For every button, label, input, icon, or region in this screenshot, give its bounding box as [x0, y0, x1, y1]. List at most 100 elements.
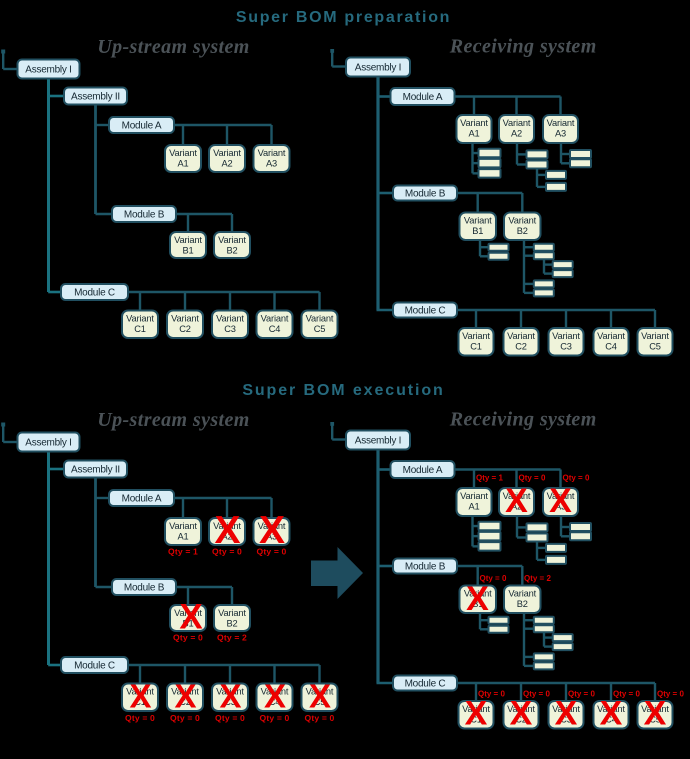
svg-text:Module A: Module A [403, 92, 443, 103]
svg-text:A2: A2 [511, 502, 522, 512]
svg-text:Variant: Variant [174, 608, 202, 618]
svg-text:Qty = 0: Qty = 0 [173, 632, 203, 642]
svg-text:Module C: Module C [405, 679, 446, 690]
svg-text:Qty = 1: Qty = 1 [168, 546, 198, 556]
svg-text:B2: B2 [517, 226, 528, 236]
svg-text:Up-stream system: Up-stream system [97, 36, 250, 58]
svg-text:Assembly I: Assembly I [25, 438, 71, 449]
svg-text:Super BOM execution: Super BOM execution [242, 382, 444, 399]
svg-text:X: X [214, 509, 240, 552]
svg-text:Assembly I: Assembly I [25, 65, 71, 76]
svg-text:X: X [129, 678, 151, 715]
svg-text:Variant: Variant [641, 704, 669, 714]
svg-text:Variant: Variant [126, 687, 154, 697]
svg-text:C5: C5 [649, 715, 661, 725]
svg-text:Variant: Variant [171, 687, 199, 697]
svg-text:A2: A2 [221, 532, 232, 542]
svg-text:Variant: Variant [508, 589, 536, 599]
svg-text:C2: C2 [179, 324, 191, 334]
svg-text:X: X [549, 482, 572, 520]
svg-text:Variant: Variant [507, 331, 535, 341]
svg-text:Module B: Module B [405, 562, 446, 573]
svg-text:B1: B1 [472, 599, 483, 609]
svg-text:C4: C4 [605, 342, 617, 352]
svg-text:Qty = 0: Qty = 0 [305, 713, 335, 723]
svg-text:Module B: Module B [124, 583, 165, 594]
svg-text:Qty = 0: Qty = 0 [613, 690, 640, 699]
svg-text:Assembly II: Assembly II [71, 465, 120, 476]
svg-text:Qty = 0: Qty = 0 [523, 690, 550, 699]
svg-text:Assembly II: Assembly II [71, 92, 120, 103]
svg-text:Variant: Variant [460, 491, 488, 501]
svg-text:C4: C4 [269, 697, 281, 707]
svg-text:Variant: Variant [213, 148, 241, 158]
svg-text:X: X [219, 678, 241, 715]
svg-text:C5: C5 [649, 342, 661, 352]
svg-text:Variant: Variant [462, 704, 490, 714]
svg-text:Qty = 2: Qty = 2 [217, 632, 247, 642]
svg-text:Receiving system: Receiving system [449, 36, 597, 58]
svg-text:C2: C2 [179, 697, 191, 707]
svg-text:Variant: Variant [503, 491, 531, 501]
svg-text:Variant: Variant [460, 118, 488, 128]
svg-text:Variant: Variant [218, 608, 246, 618]
svg-text:Variant: Variant [508, 216, 536, 226]
svg-text:C1: C1 [470, 342, 482, 352]
svg-text:X: X [505, 482, 528, 520]
svg-text:C1: C1 [134, 697, 146, 707]
svg-text:Variant: Variant [507, 704, 535, 714]
svg-text:Module A: Module A [122, 494, 162, 505]
svg-text:Variant: Variant [258, 148, 286, 158]
svg-text:Variant: Variant [547, 491, 575, 501]
svg-text:Qty = 0: Qty = 0 [260, 713, 290, 723]
svg-text:Qty = 0: Qty = 0 [657, 690, 684, 699]
svg-text:X: X [309, 678, 331, 715]
svg-text:Variant: Variant [169, 148, 197, 158]
svg-text:A3: A3 [555, 502, 566, 512]
svg-text:Qty = 0: Qty = 0 [212, 546, 242, 556]
svg-text:Variant: Variant [213, 521, 241, 531]
svg-text:Assembly I: Assembly I [355, 436, 401, 447]
svg-text:C4: C4 [269, 324, 281, 334]
svg-text:Variant: Variant [216, 314, 244, 324]
svg-text:C4: C4 [605, 715, 617, 725]
svg-text:Module A: Module A [122, 121, 162, 132]
svg-text:C3: C3 [224, 697, 236, 707]
svg-text:Qty = 0: Qty = 0 [478, 690, 505, 699]
svg-text:Variant: Variant [306, 314, 334, 324]
svg-text:Module B: Module B [405, 189, 446, 200]
svg-text:C1: C1 [134, 324, 146, 334]
svg-text:B2: B2 [517, 599, 528, 609]
svg-text:Qty = 1: Qty = 1 [476, 474, 503, 483]
svg-text:A1: A1 [177, 532, 188, 542]
svg-text:B1: B1 [182, 246, 193, 256]
svg-text:X: X [465, 695, 488, 733]
svg-text:Module C: Module C [405, 306, 446, 317]
svg-text:C3: C3 [224, 324, 236, 334]
svg-text:Qty = 0: Qty = 0 [519, 474, 546, 483]
svg-text:X: X [174, 678, 196, 715]
svg-text:X: X [555, 695, 578, 733]
svg-text:C1: C1 [470, 715, 482, 725]
svg-text:Module C: Module C [74, 288, 115, 299]
svg-text:Variant: Variant [547, 118, 575, 128]
svg-text:C3: C3 [560, 715, 572, 725]
svg-text:Variant: Variant [306, 687, 334, 697]
svg-text:X: X [466, 580, 489, 618]
svg-text:C3: C3 [560, 342, 572, 352]
svg-text:Qty = 0: Qty = 0 [215, 713, 245, 723]
svg-text:Variant: Variant [174, 235, 202, 245]
svg-text:X: X [600, 695, 623, 733]
svg-text:Variant: Variant [258, 521, 286, 531]
svg-text:B2: B2 [226, 246, 237, 256]
svg-text:C5: C5 [314, 697, 326, 707]
svg-text:Qty = 0: Qty = 0 [563, 474, 590, 483]
svg-text:B1: B1 [472, 226, 483, 236]
svg-text:A1: A1 [468, 129, 479, 139]
svg-text:Variant: Variant [503, 118, 531, 128]
svg-text:Qty = 0: Qty = 0 [568, 690, 595, 699]
svg-text:A3: A3 [555, 129, 566, 139]
svg-text:B2: B2 [226, 619, 237, 629]
svg-text:Variant: Variant [171, 314, 199, 324]
svg-text:C5: C5 [314, 324, 326, 334]
